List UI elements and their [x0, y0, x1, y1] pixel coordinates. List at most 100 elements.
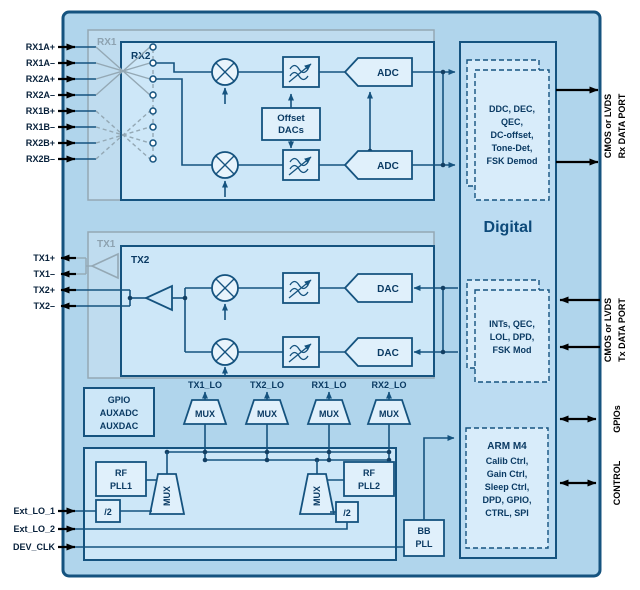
pin-label: RX1A– — [26, 58, 55, 68]
tune-arrow-icon — [288, 156, 312, 176]
lo-mux-row: TX1_LO TX2_LO RX1_LO RX2_LO MUX MUX MUX … — [182, 380, 412, 460]
rf-pll2-box — [343, 461, 395, 497]
pin-label: RX2B– — [26, 154, 55, 164]
tx1-amp — [90, 252, 119, 280]
arm-core-line: Sleep Ctrl, — [485, 482, 530, 492]
lo-label-rx2: RX2_LO — [371, 380, 406, 390]
switch-node — [149, 123, 157, 131]
switch-node — [149, 75, 157, 83]
rx-port-label-2: Rx DATA PORT — [617, 93, 627, 158]
aux-label-auxadc: AUXADC — [100, 408, 139, 418]
tunable-filters — [282, 56, 320, 368]
dac-2 — [343, 337, 413, 367]
adc-2-label: ADC — [377, 161, 399, 172]
tx2-amp — [143, 284, 173, 312]
right-ports: CMOS or LVDS Rx DATA PORT CMOS or LVDS T… — [556, 86, 627, 505]
pin-label: RX1B+ — [26, 106, 55, 116]
bb-pll-label-2: PLL — [416, 539, 434, 549]
rx-input-network — [75, 43, 212, 166]
tx-dsp-line: INTs, QEC, — [489, 319, 535, 329]
tune-arrow-icon — [288, 343, 312, 363]
aux-block — [83, 387, 155, 437]
mux-label: MUX — [195, 409, 215, 419]
arm-core-line: Gain Ctrl, — [487, 469, 528, 479]
rx1-label: RX1 — [97, 37, 117, 48]
pll-section: RF PLL1 MUX /2 RF PLL2 MUX /2 — [75, 452, 404, 548]
gpios-label: GPIOs — [612, 405, 622, 433]
pin-label: RX2A– — [26, 90, 55, 100]
pin-label: TX1+ — [33, 253, 55, 263]
pin-label: RX1B– — [26, 122, 55, 132]
pin-label: RX1A+ — [26, 42, 55, 52]
div2-label: /2 — [104, 507, 112, 517]
offset-dacs: Offset DACs — [261, 93, 321, 149]
rx-dsp-line: FSK Demod — [486, 156, 537, 166]
pin-label: Ext_LO_2 — [13, 524, 55, 534]
adc-1 — [343, 57, 413, 87]
aux-box: GPIO AUXADC AUXDAC — [100, 395, 139, 431]
aux-label-auxdac: AUXDAC — [100, 421, 139, 431]
pin-label: RX2A+ — [26, 74, 55, 84]
rf-pll1-label-1: RF — [115, 468, 127, 478]
arm-core-line: CTRL, SPI — [485, 508, 529, 518]
dac-1 — [343, 273, 413, 303]
lo-label-tx1: TX1_LO — [188, 380, 222, 390]
lo-buses — [164, 449, 392, 463]
rx-mixer-2 — [211, 151, 239, 197]
converters: ADC ADC DAC DAC — [343, 57, 413, 367]
rx-dsp-line: DDC, DEC, — [489, 104, 535, 114]
rx-dsp-line: Tone-Det, — [492, 143, 533, 153]
tx-filter-2 — [282, 336, 320, 368]
pin-label: TX2+ — [33, 285, 55, 295]
tx-dsp-stack-front — [474, 289, 550, 383]
mux-label: MUX — [379, 409, 399, 419]
lo-label-rx1: RX1_LO — [311, 380, 346, 390]
switch-node — [149, 139, 157, 147]
switch-node — [149, 107, 157, 115]
mux-label: MUX — [319, 409, 339, 419]
pin-label: RX2B+ — [26, 138, 55, 148]
rx-dsp-stack-front — [474, 69, 550, 201]
mixers — [211, 58, 239, 377]
arm-core-title: ARM M4 — [487, 441, 527, 452]
arm-core-line: DPD, GPIO, — [482, 495, 531, 505]
tx-filter-1 — [282, 272, 320, 304]
pll-mux-right — [298, 473, 336, 515]
digital-internals: DDC, DEC, QEC, DC-offset, Tone-Det, FSK … — [465, 59, 550, 549]
pin-label: TX1– — [33, 269, 55, 279]
aux-label-gpio: GPIO — [108, 395, 131, 405]
adc-2 — [343, 150, 413, 180]
digital-title: Digital — [484, 219, 533, 236]
tx-signal-chain — [76, 252, 458, 355]
tx-dsp-line: LOL, DPD, — [490, 332, 535, 342]
adc-1-label: ADC — [377, 68, 399, 79]
rx-port-label-1: CMOS or LVDS — [603, 94, 613, 158]
rf-pll1-box — [95, 461, 147, 497]
mux-label: MUX — [312, 486, 322, 506]
lo-label-tx2: TX2_LO — [250, 380, 284, 390]
lo-mux-tx1 — [182, 399, 228, 425]
rf-pll1-label-2: PLL1 — [110, 481, 132, 491]
pin-label: DEV_CLK — [13, 542, 56, 552]
div2-label: /2 — [343, 508, 351, 518]
rx-dsp-line: QEC, — [501, 117, 523, 127]
tx1-label: TX1 — [97, 239, 116, 250]
bb-pll: BB PLL — [403, 435, 455, 557]
switch-node — [149, 91, 157, 99]
pll-mux-left — [148, 473, 186, 515]
switch-node — [149, 155, 157, 163]
lo-mux-rx2 — [366, 399, 412, 425]
mux-label: MUX — [162, 486, 172, 506]
tx2-label: TX2 — [131, 255, 150, 266]
tx-dsp-line: FSK Mod — [493, 345, 532, 355]
tx-port-label-2: Tx DATA PORT — [617, 298, 627, 362]
control-label: CONTROL — [612, 460, 622, 505]
mux-label: MUX — [257, 409, 277, 419]
rx2-label: RX2 — [131, 51, 151, 62]
lo-mux-tx2 — [244, 399, 290, 425]
left-pin-labels: RX1A+ RX1A– RX2A+ RX2A– RX1B+ RX1B– RX2B… — [13, 42, 56, 552]
bb-pll-label-1: BB — [418, 526, 431, 536]
rx-filter-1 — [282, 56, 320, 88]
rx-filter-2 — [282, 149, 320, 181]
rf-pll2-label-2: PLL2 — [358, 481, 380, 491]
